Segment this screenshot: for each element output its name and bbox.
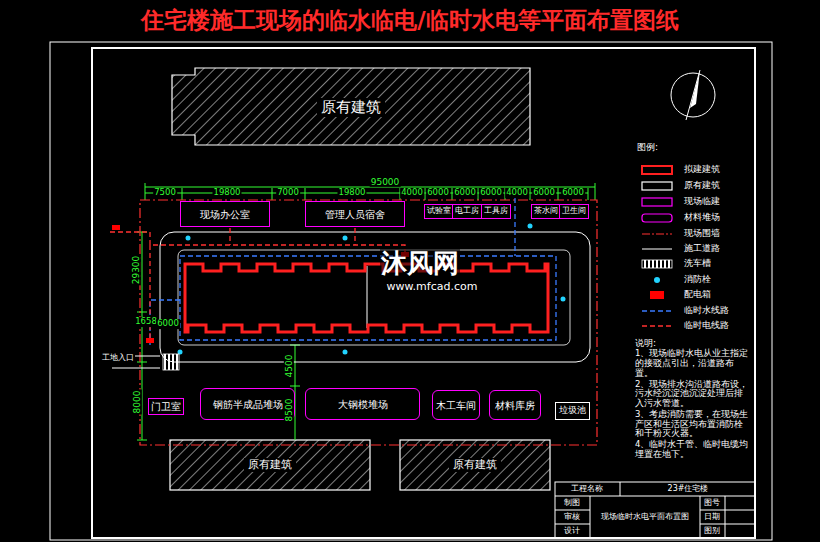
dimension-text: 4000 <box>505 188 529 198</box>
note-text: 设计 <box>563 526 581 535</box>
dimension-text: 95000 <box>370 177 401 187</box>
site-facility-box: 管理人员宿舍 <box>305 201 405 227</box>
legend-text: 材料堆场 <box>684 213 720 222</box>
site-facility-box: 门卫室 <box>148 398 184 415</box>
node-label: 试验室 <box>427 207 451 216</box>
legend-text: 消防栓 <box>684 275 711 284</box>
note-text: 图例: <box>636 142 659 152</box>
site-facility-box: 木工车间 <box>432 390 480 420</box>
dimension-text: 6000 <box>561 188 585 198</box>
dimension-text: 19800 <box>337 188 366 198</box>
node-label: 原有建筑 <box>449 458 501 472</box>
legend-text: 拟建建筑 <box>684 165 720 174</box>
proposed-building-outline <box>185 264 548 332</box>
note-text: 2、现场排水沟沿道路布设，污水经沉淀池沉淀处理后排入污水管道。 <box>634 380 750 409</box>
dimension-text: 7000 <box>276 188 300 198</box>
node-label: 工具房 <box>484 207 508 216</box>
dimension-text: 4500 <box>284 354 294 379</box>
node-label: 卫生间 <box>562 207 586 216</box>
legend-text: 现场围墙 <box>684 229 720 238</box>
site-facility-box: 试验室 <box>424 204 454 219</box>
note-text: 说明: <box>634 338 750 348</box>
note-text: 图号 <box>703 498 721 507</box>
site-facility-box: 工具房 <box>481 204 511 219</box>
node-label: 门卫室 <box>151 401 181 412</box>
legend-text: 施工道路 <box>684 244 720 253</box>
watermark: www.mfcad.com <box>386 281 479 294</box>
node-label: 管理人员宿舍 <box>325 209 385 220</box>
node-label: 材料库房 <box>495 400 535 411</box>
site-facility-box: 卫生间 <box>559 204 589 219</box>
dimension-text: 6000 <box>453 188 477 198</box>
note-text: 图别 <box>703 526 721 535</box>
dimension-text: 19800 <box>212 188 241 198</box>
note-text: 23#住宅楼 <box>667 484 710 493</box>
site-facility-box: 材料库房 <box>489 390 541 420</box>
site-facility-box: 钢筋半成品堆场 <box>200 388 295 420</box>
dimension-text: 6000 <box>479 188 503 198</box>
note-text: 审核 <box>563 512 581 521</box>
note-text: 工地入口 <box>101 353 135 362</box>
note-text: 4、临时水干管、临时电缆均埋置在地下。 <box>634 440 750 460</box>
node-label: 垃圾池 <box>559 406 586 416</box>
site-facility-box: 茶水间 <box>531 204 561 219</box>
site-facility-box: 现场办公室 <box>180 201 270 227</box>
node-label: 木工车间 <box>436 400 476 411</box>
legend-text: 洗车槽 <box>684 259 711 268</box>
existing-building: 原有建筑 <box>170 440 370 490</box>
site-facility-box: 垃圾池 <box>555 402 590 420</box>
dimension-text: 7500 <box>153 188 177 198</box>
legend-text: 原有建筑 <box>684 181 720 190</box>
existing-building: 原有建筑 <box>172 70 530 145</box>
dimension-text: 6000 <box>156 319 180 329</box>
note-text: 现场临时水电平面布置图 <box>594 512 696 521</box>
page-title: 住宅楼施工现场的临水临电/临时水电等平面布置图纸 <box>141 5 678 36</box>
note-text: 工程名称 <box>570 484 604 493</box>
legend-swatch <box>650 291 664 299</box>
note-text: 1、现场临时水电从业主指定的接驳点引出，沿道路布置。 <box>634 349 750 378</box>
legend-text: 配电箱 <box>684 290 711 299</box>
dimension-text: 1658 <box>134 317 158 327</box>
note-text: 制图 <box>563 498 581 507</box>
node-label: 钢筋半成品堆场 <box>213 399 283 410</box>
dimension-text: 6000 <box>532 188 556 198</box>
legend-text: 现场临建 <box>684 197 720 206</box>
node-label: 大钢模堆场 <box>338 399 388 410</box>
existing-building: 原有建筑 <box>400 440 550 490</box>
dimension-text: 4000 <box>400 188 424 198</box>
site-facility-box: 电工房 <box>452 204 482 219</box>
note-text: 日期 <box>703 512 721 521</box>
legend-text: 临时电线路 <box>684 321 729 330</box>
dimension-text: 8500 <box>284 398 294 423</box>
node-label: 电工房 <box>455 207 479 216</box>
dimension-text: 29300 <box>131 255 141 286</box>
dimension-text: 8000 <box>132 390 142 415</box>
watermark: 沐风网 <box>380 249 460 279</box>
note-text: 3、考虑消防需要，在现场生产区和生活区均布置消防栓和干粉灭火器。 <box>634 410 750 439</box>
node-label: 原有建筑 <box>244 458 296 472</box>
site-facility-box: 大钢模堆场 <box>305 388 420 420</box>
node-label: 茶水间 <box>534 207 558 216</box>
dimension-text: 6000 <box>426 188 450 198</box>
node-label: 现场办公室 <box>200 209 250 220</box>
node-label: 原有建筑 <box>317 98 385 117</box>
notes-column: 说明:1、现场临时水电从业主指定的接驳点引出，沿道路布置。2、现场排水沟沿道路布… <box>634 338 750 460</box>
legend-text: 临时水线路 <box>684 306 729 315</box>
